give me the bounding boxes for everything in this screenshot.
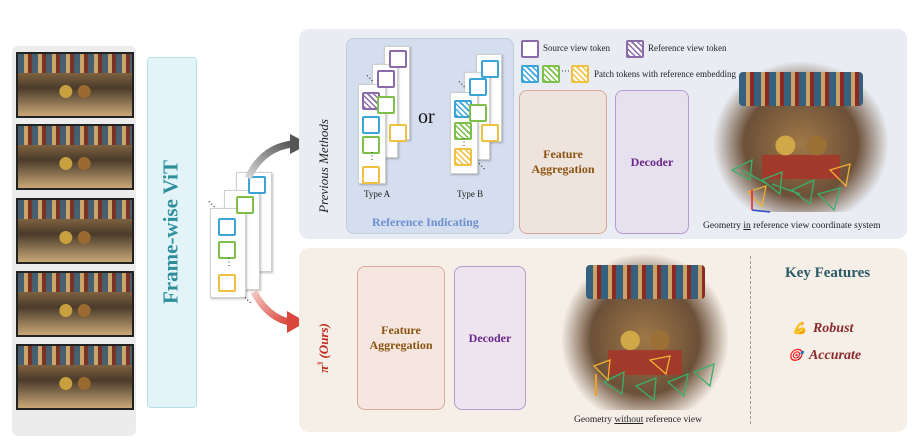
ellipsis-icon: ⋮: [459, 137, 469, 148]
source-view-token: [377, 70, 395, 88]
ours-reconstruction-image: [560, 252, 730, 410]
patch-token-green: [236, 196, 254, 214]
previous-feature-aggregation-box: Feature Aggregation: [519, 90, 607, 234]
patch-token-yellow: [218, 274, 236, 292]
previous-decoder-label: Decoder: [630, 154, 674, 169]
patch-token-green: [469, 104, 487, 122]
patch-token-blue: [248, 176, 266, 194]
frame-wise-vit-block: [147, 57, 197, 408]
or-text: or: [418, 106, 435, 128]
legend-source-view: Source view token: [543, 43, 610, 53]
reference-indicating-label: Reference Indicating: [372, 215, 479, 229]
frame-wise-vit-label: Frame-wise ViT: [158, 159, 183, 305]
previous-reconstruction-image: [712, 60, 890, 212]
source-view-token: [389, 50, 407, 68]
patch-token-yellow: [389, 124, 407, 142]
input-image-2: [16, 124, 134, 190]
patch-token-green: [362, 136, 380, 154]
pi-symbol: π: [316, 365, 332, 373]
input-image-4: [16, 271, 134, 337]
caption-underlined: without: [614, 415, 644, 425]
patch-token-blue: [218, 218, 236, 236]
patch-token-yellow: [362, 166, 380, 184]
input-image-5: [16, 344, 134, 410]
key-features-title: Key Features: [785, 265, 871, 281]
caption-underlined: in: [743, 221, 751, 231]
legend-patch-dots: ···: [561, 66, 570, 76]
patch-token-green-legend-icon: [542, 65, 560, 83]
ours-decoder-label: Decoder: [468, 330, 512, 345]
input-image-3: [16, 198, 134, 264]
source-view-token-legend-icon: [521, 40, 539, 58]
patch-token-yellow-legend-icon: [571, 65, 589, 83]
arrow-to-ours-icon: [250, 290, 291, 326]
key-feature-accurate: 🎯 Accurate: [788, 348, 861, 364]
key-features-divider: [750, 256, 751, 424]
previous-feature-aggregation-label: Feature Aggregation: [531, 147, 595, 176]
patch-token-blue: [481, 60, 499, 78]
patch-token-green: [377, 96, 395, 114]
patch-token-blue: [362, 116, 380, 134]
caption-part: reference view coordinate system: [750, 221, 881, 231]
caption-part: Geometry: [703, 221, 744, 231]
patch-token-blue: [469, 78, 487, 96]
ours-decoder-box: Decoder: [454, 266, 526, 410]
previous-methods-label: Previous Methods: [316, 119, 331, 213]
patch-token-green-ref: [454, 122, 472, 140]
legend-reference-view: Reference view token: [648, 43, 727, 53]
previous-geometry-caption: Geometry in reference view coordinate sy…: [703, 221, 881, 231]
camera-frustums-icon: [592, 355, 715, 402]
ours-geometry-caption: Geometry without reference view: [574, 415, 702, 425]
previous-decoder-box: Decoder: [615, 90, 689, 234]
type-b-label: Type B: [457, 189, 484, 199]
muscle-icon: 💪: [792, 321, 807, 335]
type-a-label: Type A: [364, 189, 391, 199]
patch-token-green: [218, 241, 236, 259]
ours-text: (Ours): [316, 323, 332, 362]
ours-feature-aggregation-box: Feature Aggregation: [357, 266, 445, 410]
caption-part: reference view: [643, 415, 702, 425]
patch-token-blue-legend-icon: [521, 65, 539, 83]
ours-label: π3 (Ours): [316, 323, 332, 373]
pi-superscript: 3: [315, 361, 325, 366]
input-image-1: [16, 52, 134, 118]
key-feature-label: Robust: [812, 321, 854, 336]
ours-feature-aggregation-label: Feature Aggregation: [369, 323, 433, 352]
reference-view-token-legend-icon: [626, 40, 644, 58]
ellipsis-icon: ⋮: [224, 257, 234, 268]
key-feature-robust: 💪 Robust: [792, 321, 853, 337]
patch-token-yellow: [481, 124, 499, 142]
camera-frustums-icon: [730, 158, 851, 213]
patch-token-yellow-ref: [454, 148, 472, 166]
legend-patch-tokens: Patch tokens with reference embedding: [594, 69, 736, 79]
target-icon: 🎯: [788, 348, 803, 362]
key-feature-label: Accurate: [808, 348, 862, 363]
caption-part: Geometry: [574, 415, 615, 425]
ellipsis-icon: ⋮: [367, 151, 377, 162]
